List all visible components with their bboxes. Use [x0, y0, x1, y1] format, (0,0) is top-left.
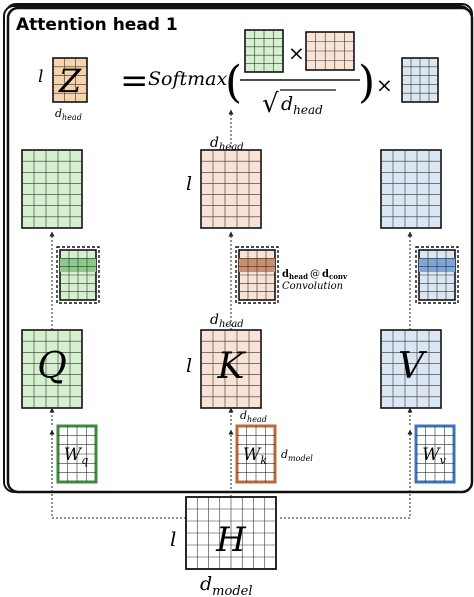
wq-label: Wq	[64, 445, 89, 467]
h-matrix	[185, 496, 277, 570]
q-conv-matrix	[21, 149, 83, 229]
k-label: K	[217, 346, 247, 387]
z-label: Z	[58, 62, 82, 100]
k-transpose-small-matrix	[305, 31, 355, 71]
wk-label: Wk	[243, 445, 267, 467]
z-rows-label: l	[38, 67, 43, 87]
arrow-h-to-wq	[49, 429, 186, 519]
k-rows-label: l	[186, 355, 192, 377]
close-paren: )	[358, 57, 375, 108]
flow-arrows	[49, 109, 413, 519]
wv-label: Wv	[422, 445, 446, 467]
wk-matrix	[235, 424, 277, 484]
wq-matrix	[56, 424, 98, 484]
z-cols-label: dhead	[55, 107, 82, 122]
convolution-label: Convolution	[282, 281, 343, 292]
v-conv-kernel-dashed-outline	[415, 246, 459, 304]
k-conv-kernel	[235, 246, 279, 304]
k-conv-kernel-dashed-outline	[235, 246, 279, 304]
q-label: Q	[37, 346, 67, 387]
v-conv-matrix-frame	[380, 149, 442, 229]
k-matrix-frame	[200, 329, 262, 409]
wv-matrix	[414, 424, 456, 484]
v-conv-kernel	[415, 246, 459, 304]
wk-rows-label: dmodel	[281, 448, 313, 463]
k-top-rows-label: l	[186, 173, 192, 195]
v-matrix	[380, 329, 442, 409]
q-conv-matrix-frame	[21, 149, 83, 229]
k-matrix	[200, 329, 262, 409]
q-conv-kernel-dashed-outline	[56, 246, 100, 304]
arrow-h-to-wv	[280, 429, 413, 519]
sqrt-d-head: dhead	[281, 93, 323, 117]
multiply-sign-outer: ×	[376, 73, 393, 97]
h-rows-label: l	[170, 527, 176, 551]
z-matrix	[52, 57, 88, 103]
z-matrix-frame	[52, 57, 88, 103]
open-paren: (	[225, 57, 242, 108]
equals-sign: =	[120, 61, 149, 101]
q-small-matrix	[244, 29, 284, 73]
h-cols-label: dmodel	[200, 573, 253, 597]
q-conv-kernel	[56, 246, 100, 304]
sqrt-symbol: √	[262, 89, 279, 119]
k-conv-matrix	[200, 149, 262, 229]
head-title: Attention head 1	[16, 15, 178, 35]
v-small-matrix	[401, 57, 439, 103]
conv-dims-label: dhead@dconv	[282, 269, 348, 281]
k-conv-matrix-frame	[200, 149, 262, 229]
wk-cols-label: dhead	[240, 409, 267, 424]
softmax-label: Softmax	[148, 68, 227, 90]
h-label: H	[215, 520, 247, 560]
v-conv-matrix	[380, 149, 442, 229]
multiply-sign-inner: ×	[288, 41, 305, 65]
v-label: V	[398, 346, 428, 387]
v-matrix-frame	[380, 329, 442, 409]
